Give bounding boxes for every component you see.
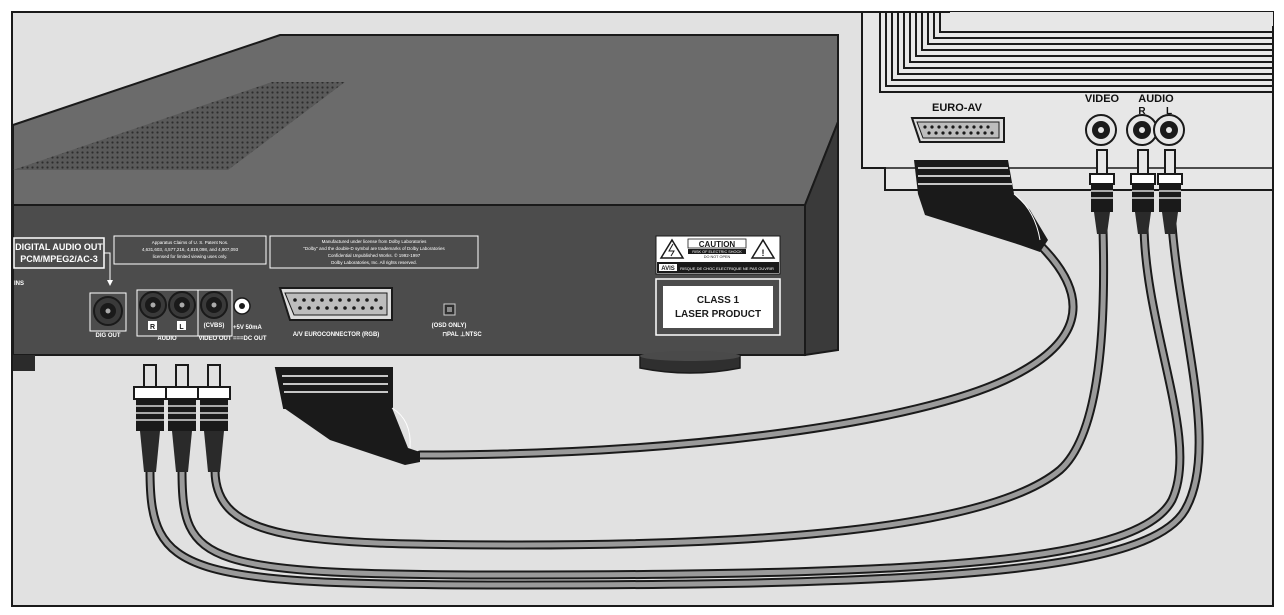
dvd-player: DIGITAL AUDIO OUT PCM/MPEG2/AC-3 Apparat… [12,34,839,374]
patent-line-1: Apparatus Claims of U. S. Patent Nos. [152,240,229,245]
player-audio-l-label: L [179,324,184,331]
dig-out-label: DIG OUT [96,333,121,339]
mains-label: INS [14,281,24,287]
tv-scart-socket [910,117,1005,143]
class1-laser-label: CLASS 1 LASER PRODUCT [655,278,781,336]
caution-shock: RISK OF ELECTRIC SHOCK [692,250,742,254]
rca-plug-video [197,364,231,472]
tv-audio-r-socket [1126,114,1158,146]
dolby-label: Manufactured under license from Dolby La… [269,235,479,269]
player-audio-r-label: R [150,324,155,331]
player-audio-r-socket [139,291,167,319]
tv-audio-l-label: L [1166,106,1172,117]
tv-audio-r-label: R [1138,106,1146,117]
tv-video-socket [1085,114,1117,146]
dolby-line-2: "Dolby" and the double-D symbol are trad… [303,246,445,251]
patent-label: Apparatus Claims of U. S. Patent Nos. 4,… [113,235,267,265]
class1-title: CLASS 1 [697,295,740,306]
rca-plug-audio-r [133,364,167,472]
exclamation-warning-icon [750,238,776,259]
player-foot-left [13,355,35,371]
tv-audio-label: AUDIO [1138,93,1174,105]
patent-line-3: licensed for limited viewing uses only. [153,254,228,259]
tv-rca-plug-audio-l [1157,149,1183,234]
digital-audio-out-title: DIGITAL AUDIO OUT [15,242,103,252]
audio-video-out-sockets: R L AUDIO (CVBS) VIDEO OUT [136,289,233,342]
cables [145,220,1204,590]
tv-video-label: VIDEO [1085,93,1120,105]
tv-rca-plug-video [1089,149,1115,234]
video-out-label: VIDEO OUT [198,336,231,342]
dc-out-label: ===DC OUT [233,336,267,342]
svg-text:!: ! [762,248,765,258]
player-audio-l-socket [168,291,196,319]
scart-plug-player [274,367,420,465]
digital-audio-out-formats: PCM/MPEG2/AC-3 [20,254,98,264]
dolby-line-3: Confidential Unpublished Works. © 1992-1… [328,252,421,258]
euroconnector-label: A/V EUROCONNECTOR (RGB) [293,332,380,338]
dig-out-socket: DIG OUT [89,292,127,339]
dc-out-power-label: +5V 50mA [233,325,263,331]
player-cvbs-socket [200,291,228,319]
scart-plug-tv [914,160,1048,252]
osd-only-label: (OSD ONLY) [432,323,467,329]
patent-line-2: 4,631,603, 4,577,216, 4,819,098, and 4,9… [142,247,239,252]
player-scart-socket: A/V EUROCONNECTOR (RGB) [278,287,393,338]
caution-open: DO NOT OPEN [704,255,731,259]
caution-label: ! CAUTION RISK OF ELECTRIC SHOCK DO NOT … [655,235,781,275]
dc-out-socket: +5V 50mA ===DC OUT [233,297,267,342]
lightning-warning-icon [659,238,685,259]
cvbs-label: (CVBS) [204,323,225,329]
pal-ntsc-label: ⊓PAL ⊥NTSC [442,331,482,338]
avis-label: AVIS [661,266,675,272]
digital-audio-out-box: DIGITAL AUDIO OUT PCM/MPEG2/AC-3 [13,237,113,286]
tv-rca-plug-audio-r [1130,149,1156,234]
player-audio-label: AUDIO [157,336,177,342]
tv-audio-l-socket [1153,114,1185,146]
laser-product-text: LASER PRODUCT [675,309,761,320]
dolby-line-4: Dolby Laboratories, Inc. All rights rese… [331,260,417,265]
pal-ntsc-switch: (OSD ONLY) ⊓PAL ⊥NTSC [432,303,482,338]
dolby-line-1: Manufactured under license from Dolby La… [322,239,428,244]
tv-euro-av-label: EURO-AV [932,102,983,114]
caution-title: CAUTION [699,240,736,249]
vent-grille [13,82,345,170]
rca-plug-audio-l [165,364,199,472]
tv-back-panel: EURO-AV VIDEO AUDIO R L [861,11,1274,191]
avis-text: RISQUE DE CHOC ELECTRIQUE NE PAS OUVRIR [680,266,774,271]
